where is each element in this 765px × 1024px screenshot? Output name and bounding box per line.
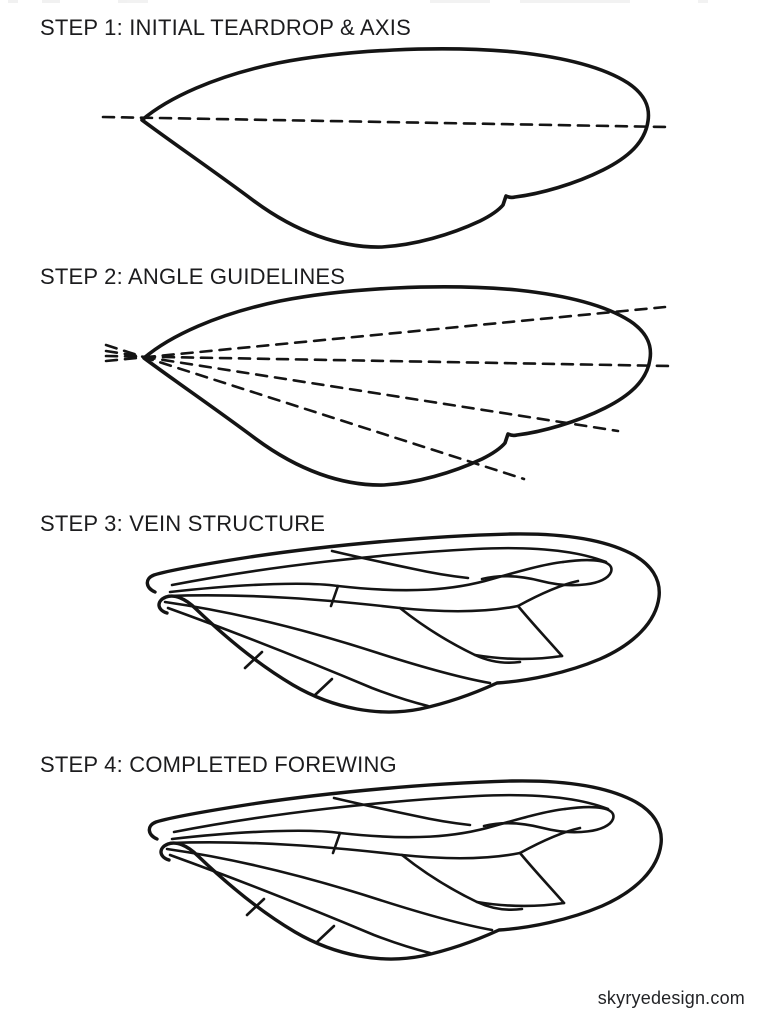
costal-diagonal-vein [330,549,470,580]
step2-figure [104,285,672,487]
outer-crossvein-lower [516,604,564,658]
step4-figure [147,779,663,961]
step3-title: STEP 3: VEIN STRUCTURE [40,511,326,536]
media-vein [166,594,520,613]
guideline-steep [104,343,526,481]
cubitus-vein [163,600,492,685]
anal-crossvein-2 [313,677,334,697]
teardrop-outline-step2 [142,285,653,487]
top-crop-artifacts [8,0,708,3]
radius-vein [168,560,565,594]
guideline-axis [104,354,672,368]
outer-crossvein-upper [516,579,580,608]
anal-vein [166,606,430,708]
step2-title: STEP 2: ANGLE GUIDELINES [40,264,346,289]
teardrop-outline [140,47,651,249]
guideline-upper [104,305,667,363]
step3-figure [145,532,661,714]
axis-line [101,115,669,129]
marginal-curl-vein [480,558,613,587]
subcosta-vein [170,546,608,587]
anal-crossvein-1 [243,650,264,670]
angle-guidelines [104,305,672,481]
step1-figure [101,47,669,249]
outer-cell-vein [473,653,564,661]
site-credit: skyryedesign.com [597,988,745,1008]
step1-title: STEP 1: INITIAL TEARDROP & AXIS [40,15,411,40]
step4-title: STEP 4: COMPLETED FOREWING [40,752,397,777]
mcu-crossvein [398,606,522,665]
guideline-lower [104,349,620,433]
wing-outline [145,532,661,714]
rm-crossvein [329,584,340,608]
